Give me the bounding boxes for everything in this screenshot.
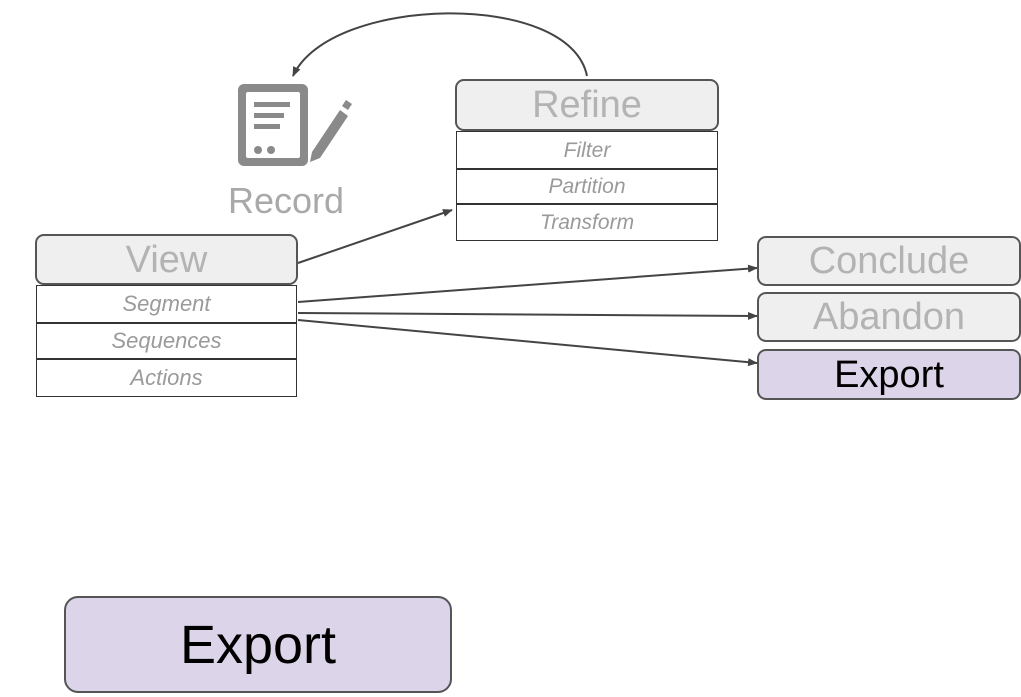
record-label: Record [228,180,345,221]
arrow-view-to-refine [297,209,453,264]
arrow-segment-to-export [297,319,758,367]
arrow-segment-to-abandon [297,311,758,320]
view-item-actions: Actions [36,359,297,397]
outcome-conclude: Conclude [757,236,1021,286]
outcome-abandon: Abandon [757,292,1021,342]
refine-item-transform: Transform [456,204,718,241]
view-header: View [35,234,298,285]
arrow-segment-to-conclude [297,264,758,303]
view-item-sequences: Sequences [36,323,297,359]
refine-item-filter: Filter [456,131,718,169]
loop-arrow-refine-to-record [292,12,588,77]
view-item-segment: Segment [36,285,297,323]
export-button[interactable]: Export [64,596,452,693]
refine-header: Refine [455,79,719,131]
outcome-export: Export [757,349,1021,400]
edit-document-icon [238,84,352,166]
refine-item-partition: Partition [456,169,718,204]
